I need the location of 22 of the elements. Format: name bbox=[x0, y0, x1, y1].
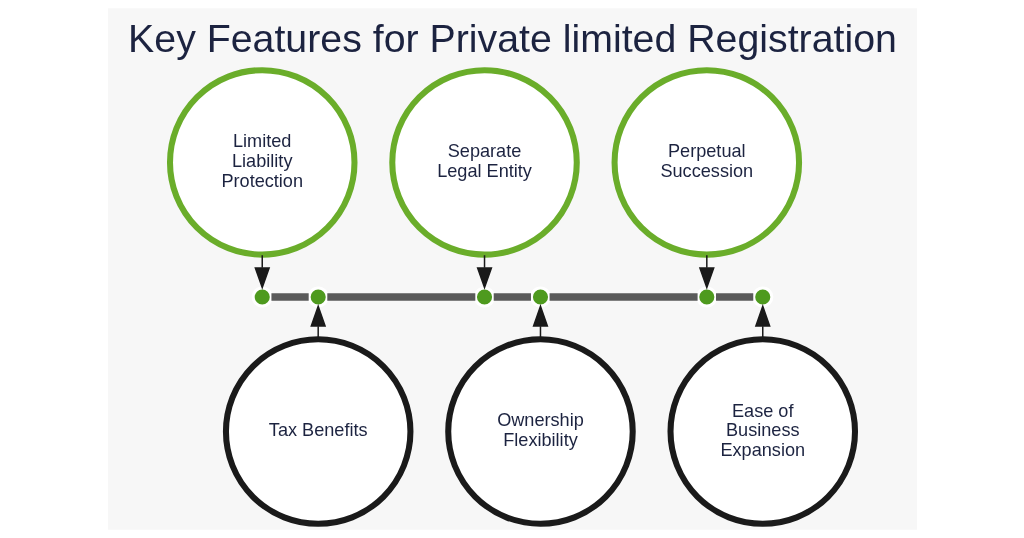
connector bbox=[326, 293, 475, 301]
arrow bbox=[698, 254, 715, 290]
node-circle bbox=[251, 286, 273, 308]
node-circle bbox=[695, 286, 717, 308]
node-circle: Ease of Business Expansion bbox=[667, 336, 858, 527]
connector bbox=[549, 293, 698, 301]
connector bbox=[493, 293, 531, 301]
node-circle bbox=[751, 286, 773, 308]
node-circle bbox=[473, 286, 495, 308]
node-circle bbox=[307, 286, 329, 308]
connector bbox=[270, 293, 309, 301]
connector bbox=[715, 293, 753, 301]
node-circle: Ownership Flexibility bbox=[444, 336, 636, 527]
node-circle bbox=[529, 286, 551, 308]
arrow bbox=[754, 304, 771, 340]
node-circle: Separate Legal Entity bbox=[388, 67, 580, 258]
arrow bbox=[309, 304, 326, 340]
node-circle: Perpetual Succession bbox=[611, 67, 802, 258]
node-circle: Limited Liability Protection bbox=[166, 67, 357, 258]
node-circle: Tax Benefits bbox=[222, 336, 413, 527]
diagram-title: Key Features for Private limited Registration bbox=[127, 15, 897, 60]
arrow bbox=[253, 254, 270, 290]
